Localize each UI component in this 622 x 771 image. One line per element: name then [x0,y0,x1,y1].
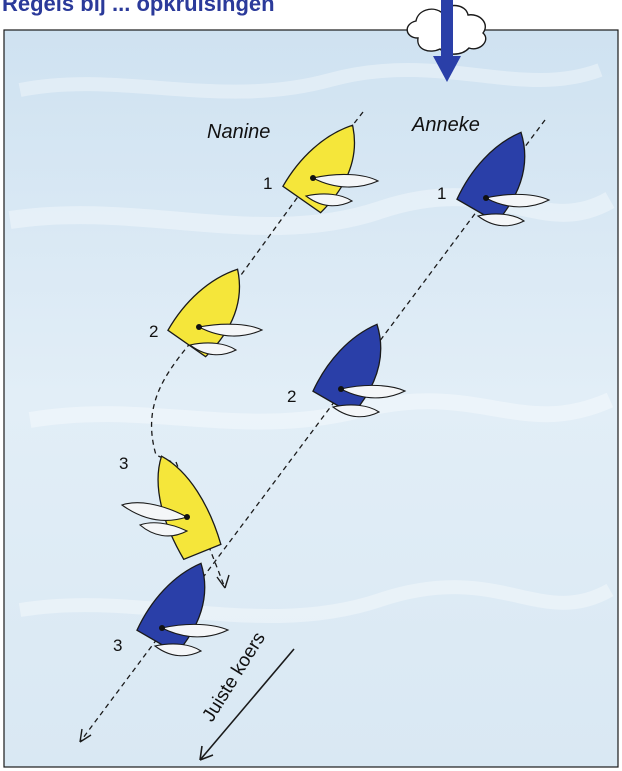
anneke-label: Anneke [411,114,480,136]
nanine-position-2: 2 [149,322,158,341]
nanine-sails-1 [304,173,380,207]
anneke-sails-2 [331,384,407,418]
correct-course-arrow [199,648,295,761]
nanine-position-1: 1 [263,174,272,193]
anneke-position-1: 1 [437,184,446,203]
anneke-position-3: 3 [113,636,122,655]
nanine-boat-1 [282,124,356,214]
water-panel [3,29,619,768]
nanine-position-3: 3 [119,454,128,473]
correct-course-arrowhead [199,745,214,761]
nanine-sails-2 [188,323,264,356]
anneke-sails-3 [153,623,230,657]
anneke-position-2: 2 [287,387,296,406]
nanine-course-arrowhead [216,574,230,589]
anneke-sails-1 [476,193,551,227]
anneke-course-arrowhead [79,728,92,743]
header-strip: Regels bij ... opkruisingen [0,0,622,18]
nanine-label: Nanine [207,121,270,143]
page-title: Regels bij ... opkruisingen [2,0,275,16]
wind-arrow-icon [433,0,461,82]
nanine-sails-3 [120,502,190,537]
anneke-course-line [79,119,546,743]
